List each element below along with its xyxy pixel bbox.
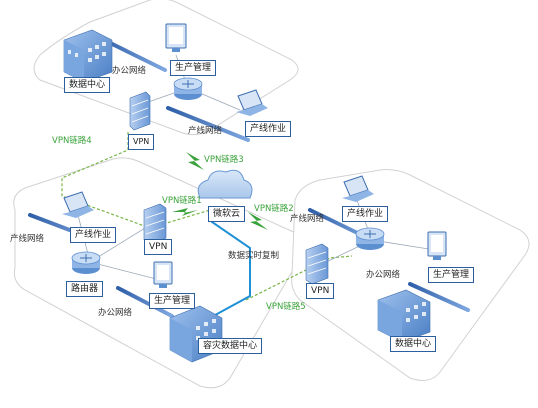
cable-right-office [408,282,470,312]
left-production-mgmt-label: 生产管理 [149,293,196,309]
top-vpn-label: VPN [128,134,155,150]
cloud-label: 微软云 [208,206,246,222]
vpn5-link-label: VPN链路5 [266,302,306,312]
top-office-network-label: 办公网络 [112,66,147,76]
site-platform-top [33,0,299,136]
cable-left-office [116,286,174,318]
router-icon-left [71,251,101,274]
laptop-icon-top-line [236,89,268,116]
top-line-work-label: 产线作业 [245,121,292,137]
vpn4-link-label: VPN链路4 [52,136,92,146]
building-icon-top-datacenter [63,29,113,83]
monitor-icon-top-production [165,23,187,52]
router-icon-right [355,227,385,250]
right-datacenter-label: 数据中心 [390,336,437,352]
firewall-icon-left-vpn [143,203,167,245]
firewall-icon-top-vpn [129,91,151,131]
replication-label: 数据实时复制 [228,251,280,261]
vpn1-link-label: VPN链路1 [162,196,202,206]
top-production-mgmt-label: 生产管理 [170,60,217,76]
top-datacenter-label: 数据中心 [64,77,111,93]
right-vpn-label: VPN [306,283,335,299]
monitor-icon-left-production [153,261,173,288]
cable-top-line [166,106,250,142]
left-dr-datacenter-label: 容灾数据中心 [198,338,263,354]
monitor-icon-right-production [427,231,447,260]
left-line-network-label: 产线网络 [10,234,45,244]
vpn2-link-label: VPN链路2 [254,204,294,214]
left-vpn-label: VPN [144,239,173,255]
router-icon-top [173,77,203,100]
right-line-work-label: 产线作业 [342,206,389,222]
laptop-icon-right-line [342,175,374,202]
right-line-network-label: 产线网络 [290,214,325,224]
lightning-vpn3 [186,152,204,170]
top-line-network-label: 产线网络 [188,126,223,136]
firewall-icon-right-vpn [305,243,329,285]
lightning-vpn2 [248,212,268,230]
cloud-icon [197,169,253,199]
laptop-icon-left-line [62,191,94,218]
left-line-work-label: 产线作业 [70,227,117,243]
vpn5-dashed-link [245,255,353,301]
site-platform-right [291,169,530,381]
lightning-vpn1 [172,208,198,216]
building-icon-right-datacenter [377,289,431,343]
vpn3-link-label: VPN链路3 [204,155,244,165]
right-production-mgmt-label: 生产管理 [428,267,475,283]
left-router-label: 路由器 [66,281,104,297]
left-office-network-label: 办公网络 [98,308,133,318]
right-office-network-label: 办公网络 [366,270,401,280]
